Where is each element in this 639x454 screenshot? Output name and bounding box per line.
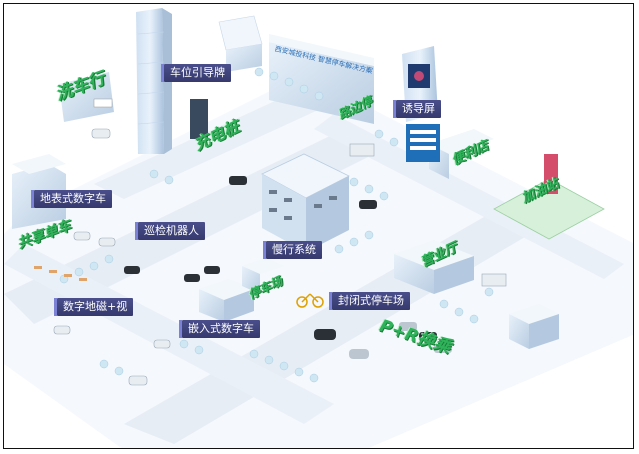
callout-digital-geomag: 数字地磁+视 [53, 298, 134, 316]
callout-patrol-robot: 巡检机器人 [135, 222, 205, 240]
callout-guide-screen: 诱导屏 [393, 100, 441, 118]
parking-slots [34, 266, 87, 281]
top-buildings [218, 15, 438, 124]
right-buildings [394, 129, 605, 349]
guide-screen-board [190, 99, 440, 162]
callout-parking-guidance: 车位引导牌 [161, 64, 231, 82]
cars [53, 128, 507, 386]
callout-slow-traffic: 慢行系统 [263, 241, 322, 259]
bicycle-icon [296, 293, 324, 308]
parking-garage [261, 153, 350, 252]
callout-enclosed-parking: 封闭式停车场 [329, 292, 410, 310]
callout-embedded-digital: 嵌入式数字车 [179, 320, 260, 338]
diagram-frame: 洗车行 充电桩 共享单车 P+R换乘 营业厅 便利店 加油站 路边停 停车场 西… [3, 3, 634, 449]
city-scene [4, 8, 633, 448]
bottom-buildings [199, 258, 284, 322]
callout-surface-digital: 地表式数字车 [31, 190, 112, 208]
